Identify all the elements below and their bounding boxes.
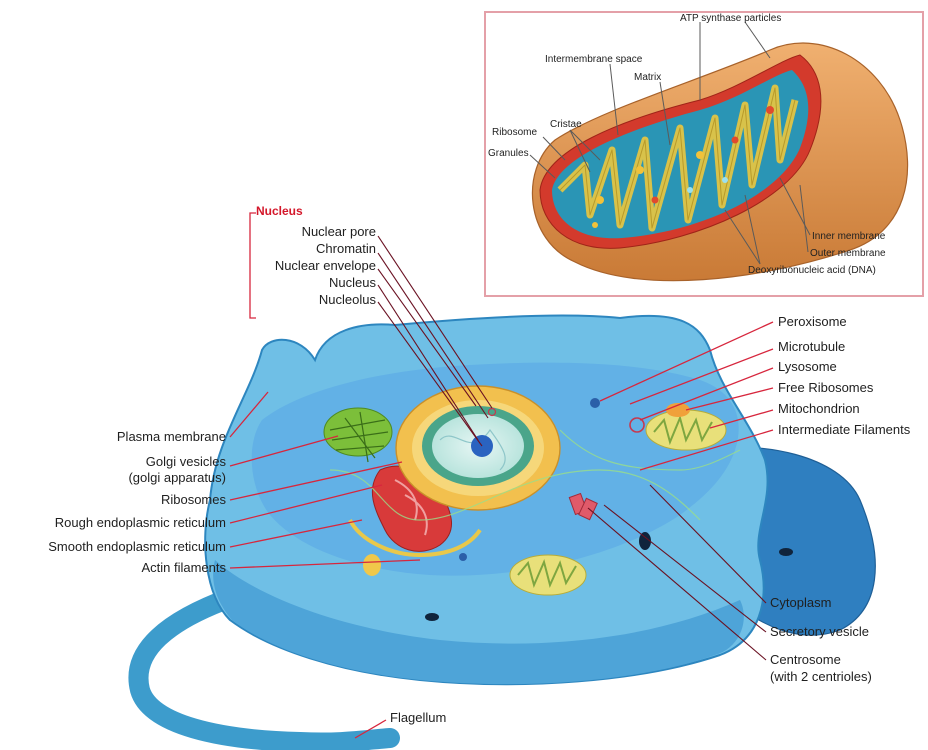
smooth-er-label: Smooth endoplasmic reticulum xyxy=(48,539,226,554)
intermediate-filaments-label: Intermediate Filaments xyxy=(778,422,911,437)
left-labels: Plasma membrane Golgi vesicles (golgi ap… xyxy=(48,429,226,575)
cytoplasm-label: Cytoplasm xyxy=(770,595,831,610)
rough-er-label: Rough endoplasmic reticulum xyxy=(55,515,226,530)
nucleus-label: Nucleus xyxy=(329,275,376,290)
granules-label: Granules xyxy=(488,148,529,159)
secretory-vesicle-label: Secretory vesicle xyxy=(770,624,869,639)
peroxisome-label: Peroxisome xyxy=(778,314,847,329)
peroxisome xyxy=(590,398,600,408)
free-ribosomes-label: Free Ribosomes xyxy=(778,380,874,395)
secretory-vesicle xyxy=(459,553,467,561)
nucleus-bracket xyxy=(250,213,256,318)
ribosome-label: Ribosome xyxy=(492,127,537,138)
microtubule-label: Microtubule xyxy=(778,339,845,354)
lysosome-label: Lysosome xyxy=(778,359,837,374)
nucleus-heading: Nucleus xyxy=(256,204,303,218)
centrosome-sub-label: (with 2 centrioles) xyxy=(770,669,872,684)
mitochondrion-label: Mitochondrion xyxy=(778,401,860,416)
nuclear-envelope-label: Nuclear envelope xyxy=(275,258,376,273)
chromatin-label: Chromatin xyxy=(316,241,376,256)
atp-synthase-label: ATP synthase particles xyxy=(680,13,781,24)
outer-membrane-label: Outer membrane xyxy=(810,248,886,259)
golgi-apparatus-label: (golgi apparatus) xyxy=(128,470,226,485)
flagellum-label: Flagellum xyxy=(390,710,446,725)
centrosome-label: Centrosome xyxy=(770,652,841,667)
nucleus-labels: Nucleus Nuclear pore Chromatin Nuclear e… xyxy=(256,204,376,307)
nucleolus-label: Nucleolus xyxy=(319,292,377,307)
cristae-label: Cristae xyxy=(550,119,582,130)
intermembrane-space-label: Intermembrane space xyxy=(545,54,643,65)
golgi-vesicles-label: Golgi vesicles xyxy=(146,454,227,469)
nucleus xyxy=(396,386,560,510)
actin-filaments-label: Actin filaments xyxy=(141,560,226,575)
plasma-membrane-label: Plasma membrane xyxy=(117,429,226,444)
nuclear-pore-label: Nuclear pore xyxy=(302,224,376,239)
dna-label: Deoxyribonucleic acid (DNA) xyxy=(748,265,876,276)
animal-cell xyxy=(138,316,875,743)
matrix-label: Matrix xyxy=(634,72,661,83)
inner-membrane-label: Inner membrane xyxy=(812,231,886,242)
ribosomes-label: Ribosomes xyxy=(161,492,227,507)
